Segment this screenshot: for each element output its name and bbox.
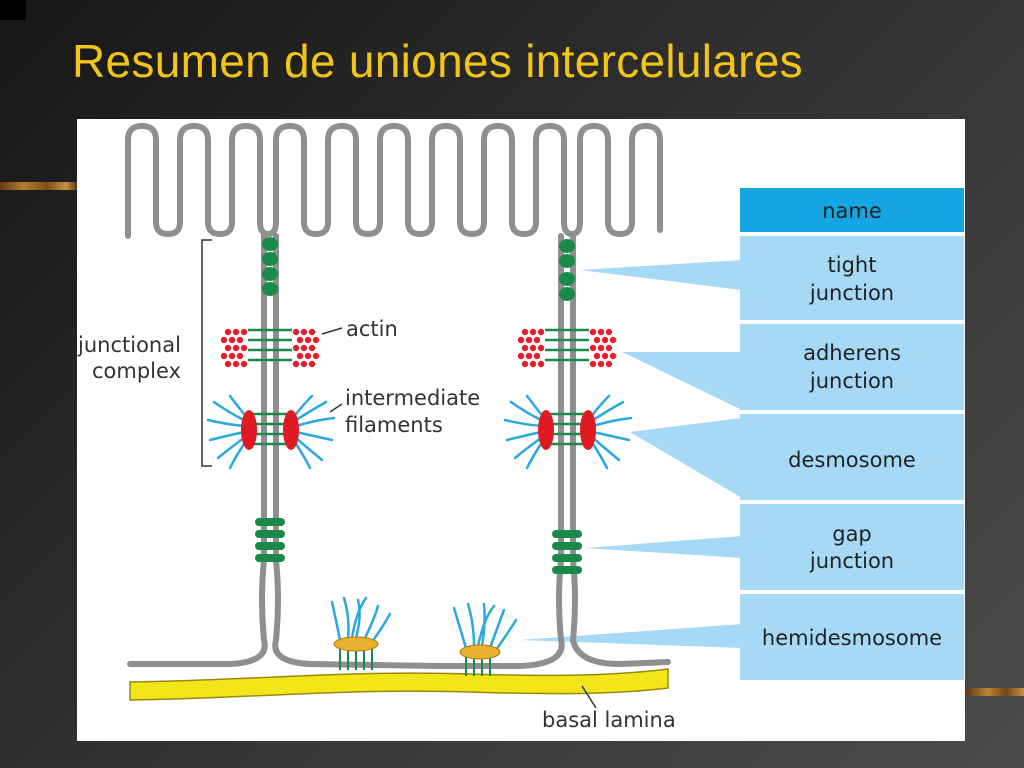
corner-mark: [0, 0, 26, 20]
table-header-label: name: [822, 199, 882, 223]
tight-junctions: [262, 237, 575, 301]
row-gap-junction-line1: gap: [832, 522, 872, 546]
label-junctional-complex-line2: complex: [92, 359, 181, 383]
right-junction-membrane-b: [569, 233, 671, 667]
label-actin: actin: [346, 317, 398, 341]
row-desmosome-label: desmosome: [788, 448, 916, 472]
basal-lamina: [129, 668, 669, 701]
table-row-hemidesmosome: [740, 594, 964, 680]
hemidesmosome-filaments: [330, 596, 518, 652]
callout-tight-junction: [580, 260, 742, 290]
label-basal-lamina: basal lamina: [542, 708, 676, 732]
row-gap-junction-line2: junction: [809, 549, 894, 573]
callout-desmosome: [630, 418, 742, 498]
row-adherens-junction-line1: adherens: [803, 341, 901, 365]
junctional-complex-bracket: [201, 239, 212, 467]
actin-dots: [220, 328, 617, 368]
callout-wedges: [520, 260, 742, 648]
row-adherens-junction-line2: junction: [809, 369, 894, 393]
callout-gap-junction: [585, 536, 742, 558]
junction-name-table: name tight junction adherens junction de…: [740, 188, 964, 680]
table-row-desmosome: [740, 414, 964, 500]
decorative-stripe-left: [0, 182, 78, 190]
gap-junctions: [255, 518, 582, 574]
table-row-gap-junction: [740, 504, 964, 590]
table-row-tight-junction: [740, 236, 964, 320]
right-junction-membrane-a: [437, 233, 565, 669]
junctions-diagram: junctional complex actin intermediate fi…: [77, 119, 965, 741]
label-intermediate-filaments-line2: filaments: [345, 413, 443, 437]
row-hemidesmosome-label: hemidesmosome: [762, 626, 942, 650]
table-row-adherens-junction: [740, 324, 964, 410]
label-junctional-complex-line1: junctional: [77, 333, 181, 357]
row-tight-junction-line2: junction: [809, 281, 894, 305]
callout-adherens-junction: [622, 352, 742, 410]
left-junction-membrane-a: [127, 233, 268, 667]
row-tight-junction-line1: tight: [828, 253, 877, 277]
desmosome-filaments: [206, 394, 633, 470]
decorative-stripe-right: [964, 688, 1024, 696]
leader-actin: [321, 327, 343, 335]
label-intermediate-filaments-line1: intermediate: [345, 386, 480, 410]
callout-hemidesmosome: [520, 624, 742, 648]
leader-intermediate-filaments: [329, 403, 343, 413]
slide-title: Resumen de uniones intercelulares: [72, 35, 803, 87]
adherens-linkers: [248, 328, 589, 362]
desmosome-plaques: [241, 410, 596, 450]
table-header-cell: [740, 188, 964, 232]
leader-basal-lamina: [581, 685, 597, 709]
apical-microvilli: [125, 123, 663, 239]
hemidesmosome-plaques: [333, 636, 501, 660]
desmosome-linkers: [252, 412, 585, 446]
